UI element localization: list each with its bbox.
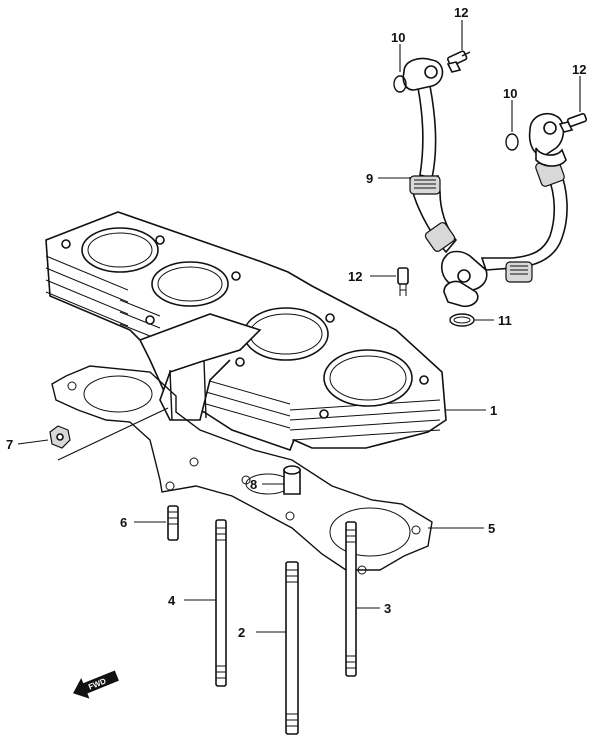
cylinder-bore-4 (323, 349, 413, 407)
cylinder-base-gasket (51, 365, 433, 575)
callout-4: 4 (168, 593, 176, 608)
callout-11: 11 (498, 313, 512, 328)
callout-1: 1 (490, 403, 497, 418)
callout-8: 8 (250, 477, 257, 492)
dowel-pin-8 (283, 465, 301, 495)
o-ring-11 (449, 313, 475, 327)
callout-10-right: 10 (503, 86, 517, 101)
cylinder-bore-2 (151, 261, 229, 307)
callout-6: 6 (120, 515, 127, 530)
callout-2: 2 (238, 625, 245, 640)
nut-7 (49, 425, 71, 449)
stud-2 (285, 561, 299, 735)
leader-lines (17, 20, 581, 633)
bolt-12-lower (397, 267, 409, 296)
stud-6 (167, 505, 179, 541)
oil-pipe-assembly (402, 57, 568, 308)
bolt-12-top (446, 50, 471, 73)
callout-3: 3 (384, 601, 391, 616)
callout-12-lower: 12 (348, 269, 362, 284)
callout-5: 5 (488, 521, 495, 536)
o-ring-10-right (505, 133, 519, 151)
callout-9: 9 (366, 171, 373, 186)
cylinder-block (45, 211, 447, 452)
stud-3 (345, 521, 357, 677)
cylinder-bore-1 (81, 227, 159, 273)
callout-7: 7 (6, 437, 13, 452)
callout-12-top: 12 (454, 5, 468, 20)
callout-10-left: 10 (391, 30, 405, 45)
o-ring-10-left (393, 75, 407, 93)
stud-4 (215, 519, 227, 687)
bolt-12-right (558, 112, 588, 133)
front-direction-arrow-icon: FWD (73, 670, 119, 699)
callout-12-right: 12 (572, 62, 586, 77)
